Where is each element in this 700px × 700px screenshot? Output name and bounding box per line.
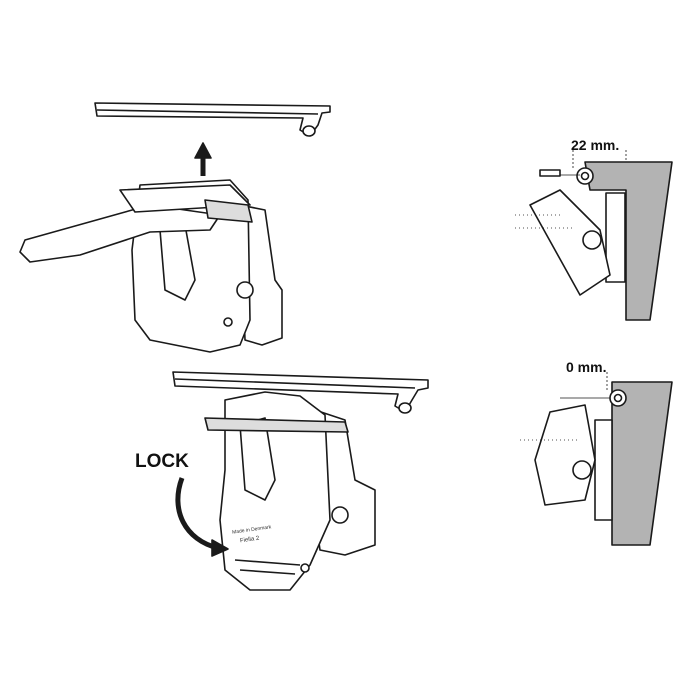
detail-closed-0mm (520, 372, 673, 546)
detail-open-22mm (515, 150, 673, 321)
top-rail (94, 102, 331, 137)
bottom-rail (172, 371, 429, 414)
dimension-label-closed: 0 mm. (566, 359, 607, 375)
up-arrow-icon (194, 142, 212, 176)
clip-bottom (204, 391, 376, 591)
lock-arrow-icon (175, 477, 219, 551)
clip-top (19, 179, 283, 353)
dimension-label-open: 22 mm. (571, 137, 620, 153)
lock-label: LOCK (135, 451, 189, 472)
